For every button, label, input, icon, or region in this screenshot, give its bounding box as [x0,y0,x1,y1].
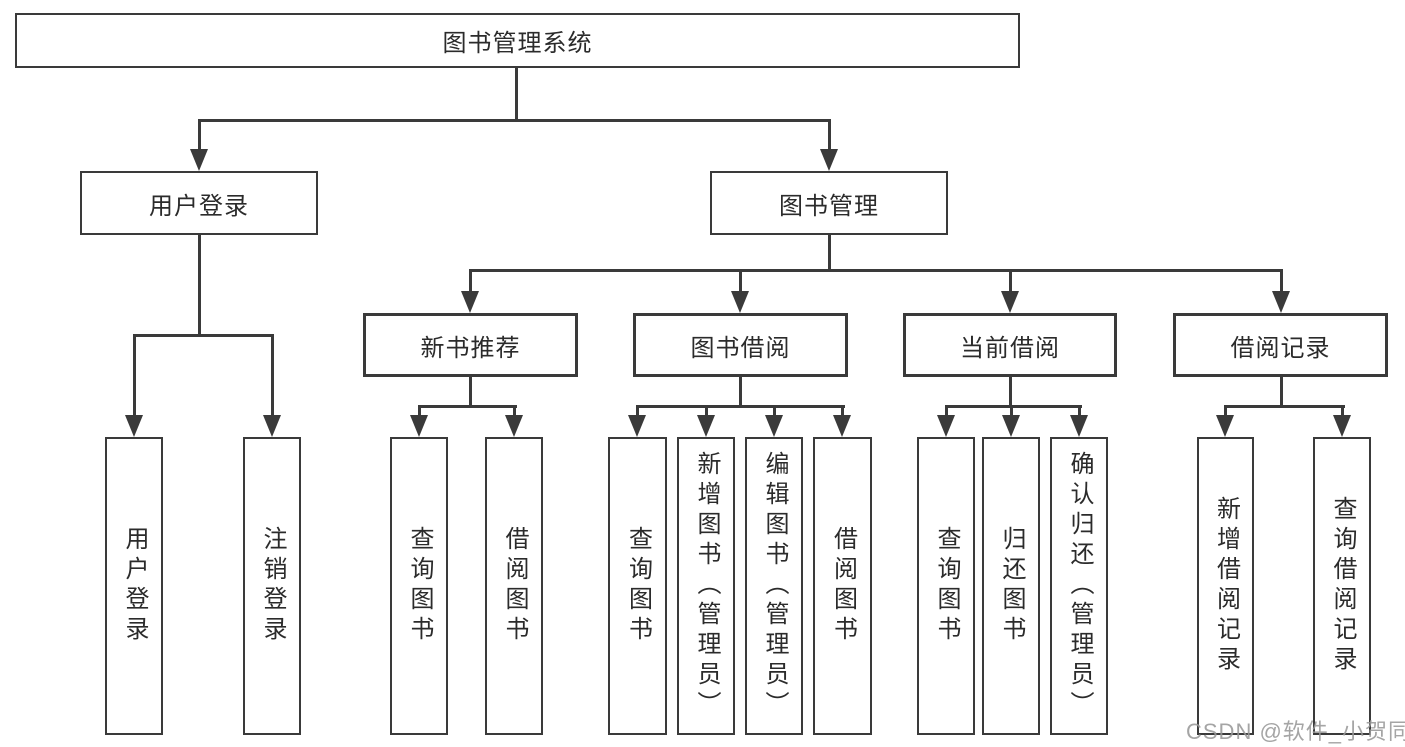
node-label: 查询借阅记录 [1329,496,1356,676]
arrowhead-down-icon [1002,415,1020,437]
node-user-login: 用户登录 [80,171,318,235]
connector-line [198,119,201,152]
node-leaf-edit-books-admin: 编辑图书（管理员） [745,437,803,735]
connector-line [1224,405,1345,408]
node-label: 查询图书 [406,526,433,646]
arrowhead-down-icon [1070,415,1088,437]
arrowhead-down-icon [628,415,646,437]
node-label: 用户登录 [121,526,148,646]
node-leaf-add-borrow-record: 新增借阅记录 [1197,437,1254,735]
connector-line [1078,405,1081,417]
connector-line [133,334,136,417]
arrowhead-down-icon [263,415,281,437]
node-label: 图书管理系统 [442,30,593,57]
connector-line [1341,405,1344,417]
connector-line [705,405,708,417]
node-leaf-user-login: 用户登录 [105,437,163,735]
node-label: 用户登录 [149,192,249,220]
connector-line [1280,377,1283,408]
connector-line [828,235,831,272]
arrowhead-down-icon [820,149,838,171]
node-label: 图书借阅 [690,334,791,362]
node-leaf-logout: 注销登录 [243,437,301,735]
connector-line [636,405,845,408]
node-label: 确认归还（管理员） [1066,451,1093,721]
node-leaf-confirm-return-admin: 确认归还（管理员） [1050,437,1108,735]
node-book-borrowing: 图书借阅 [633,313,848,377]
node-label: 图书管理 [779,192,879,220]
node-leaf-query-books-1: 查询图书 [390,437,448,735]
node-label: 借阅图书 [829,526,857,646]
connector-line [841,405,844,417]
node-label: 新增借阅记录 [1212,496,1240,676]
csdn-watermark: CSDN @软件_小贺同学 [1186,719,1405,744]
connector-line [198,119,831,122]
arrowhead-down-icon [190,149,208,171]
arrowhead-down-icon [461,291,479,313]
node-leaf-query-borrow-record: 查询借阅记录 [1313,437,1371,735]
node-label: 当前借阅 [960,334,1060,362]
node-label: 注销登录 [259,526,286,646]
connector-line [1280,269,1283,293]
arrowhead-down-icon [937,415,955,437]
node-leaf-return-books: 归还图书 [982,437,1040,735]
connector-line [1009,377,1012,408]
connector-line [1224,405,1227,417]
connector-line [1010,405,1013,417]
connector-line [469,377,472,408]
connector-line [513,405,516,417]
node-label: 编辑图书（管理员） [761,451,788,721]
connector-line [133,334,274,337]
connector-line [418,405,421,417]
connector-line [198,235,201,336]
node-leaf-query-books-3: 查询图书 [917,437,975,735]
node-leaf-borrow-books-1: 借阅图书 [485,437,543,735]
arrowhead-down-icon [833,415,851,437]
connector-line [469,269,1283,272]
node-label: 借阅图书 [501,526,528,646]
node-book-management: 图书管理 [710,171,948,235]
connector-line [828,119,831,152]
node-borrowing-records: 借阅记录 [1173,313,1388,377]
arrowhead-down-icon [505,415,523,437]
arrowhead-down-icon [1333,415,1351,437]
node-leaf-query-books-2: 查询图书 [608,437,667,735]
connector-line [773,405,776,417]
node-label: 查询图书 [933,526,960,646]
arrowhead-down-icon [125,415,143,437]
node-label: 新书推荐 [420,334,521,362]
node-label: 归还图书 [998,526,1025,646]
node-label: 新增图书（管理员） [693,451,720,721]
node-label: 查询图书 [624,526,652,646]
arrowhead-down-icon [697,415,715,437]
node-new-book-recommend: 新书推荐 [363,313,578,377]
arrowhead-down-icon [1216,415,1234,437]
arrowhead-down-icon [1001,291,1019,313]
node-label: 借阅记录 [1230,334,1331,362]
node-leaf-borrow-books-2: 借阅图书 [813,437,872,735]
connector-line [469,269,472,293]
arrowhead-down-icon [731,291,749,313]
connector-line [271,334,274,417]
connector-line [1009,269,1012,293]
connector-line [945,405,1082,408]
node-current-borrowing: 当前借阅 [903,313,1117,377]
node-library-management-system: 图书管理系统 [15,13,1020,68]
node-leaf-add-books-admin: 新增图书（管理员） [677,437,735,735]
connector-line [636,405,639,417]
connector-line [515,68,518,121]
arrowhead-down-icon [410,415,428,437]
arrowhead-down-icon [765,415,783,437]
connector-line [739,377,742,408]
arrowhead-down-icon [1272,291,1290,313]
connector-line [739,269,742,293]
connector-line [945,405,948,417]
connector-line [418,405,517,408]
